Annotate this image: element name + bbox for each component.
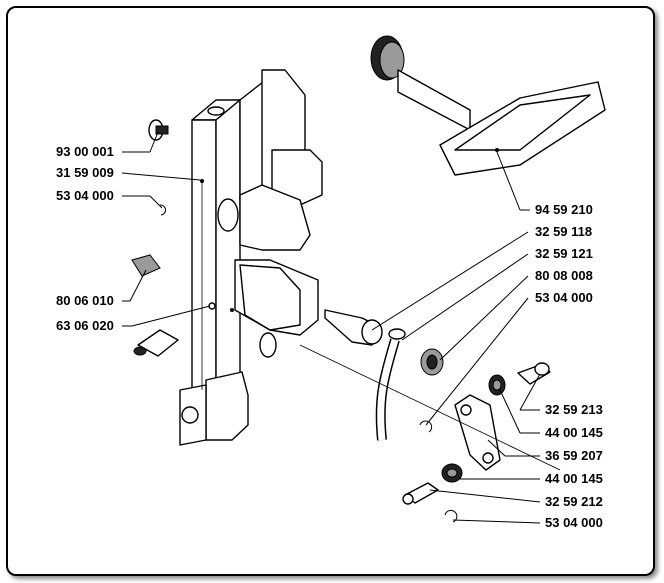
pin-32-59-212 — [402, 482, 439, 505]
label-53-04-000-mid: 53 04 000 — [535, 290, 593, 305]
label-44-00-145-top: 44 00 145 — [545, 425, 603, 440]
label-63-06-020: 63 06 020 — [56, 318, 114, 333]
bearing-44-00-145-bottom — [441, 463, 463, 483]
label-32-59-213: 32 59 213 — [545, 402, 603, 417]
bearing-44-00-145-top — [488, 374, 506, 396]
bolt-32-59-118 — [324, 309, 383, 346]
sleeve-80-08-008 — [420, 348, 444, 376]
label-36-59-207: 36 59 207 — [545, 448, 603, 463]
screw-93-00-001 — [148, 119, 169, 141]
lever-36-59-207 — [454, 394, 501, 471]
label-31-59-009: 31 59 009 — [56, 165, 114, 180]
ring-53-04-000-left — [159, 204, 167, 216]
label-80-08-008: 80 08 008 — [535, 268, 593, 283]
pin-32-59-213 — [517, 362, 551, 385]
label-53-04-000-left: 53 04 000 — [56, 188, 114, 203]
label-44-00-145-bottom: 44 00 145 — [545, 471, 603, 486]
tube-32-59-121 — [375, 328, 406, 441]
label-32-59-212: 32 59 212 — [545, 494, 603, 509]
ring-53-04-000-mid — [419, 420, 433, 433]
label-32-59-121: 32 59 121 — [535, 246, 593, 261]
set-screw-80-06-010 — [131, 254, 161, 277]
axis-line — [299, 344, 561, 471]
main-frame-part — [179, 69, 323, 446]
label-53-04-000-bottom: 53 04 000 — [545, 515, 603, 530]
leader-lines — [121, 131, 541, 524]
label-32-59-118: 32 59 118 — [535, 224, 592, 239]
gear-teeth — [370, 35, 405, 81]
label-80-06-010: 80 06 010 — [56, 293, 114, 308]
label-93-00-001: 93 00 001 — [56, 144, 114, 159]
handle-part — [370, 35, 606, 176]
label-94-59-210: 94 59 210 — [535, 202, 593, 217]
pin-63-06-020 — [133, 329, 179, 357]
